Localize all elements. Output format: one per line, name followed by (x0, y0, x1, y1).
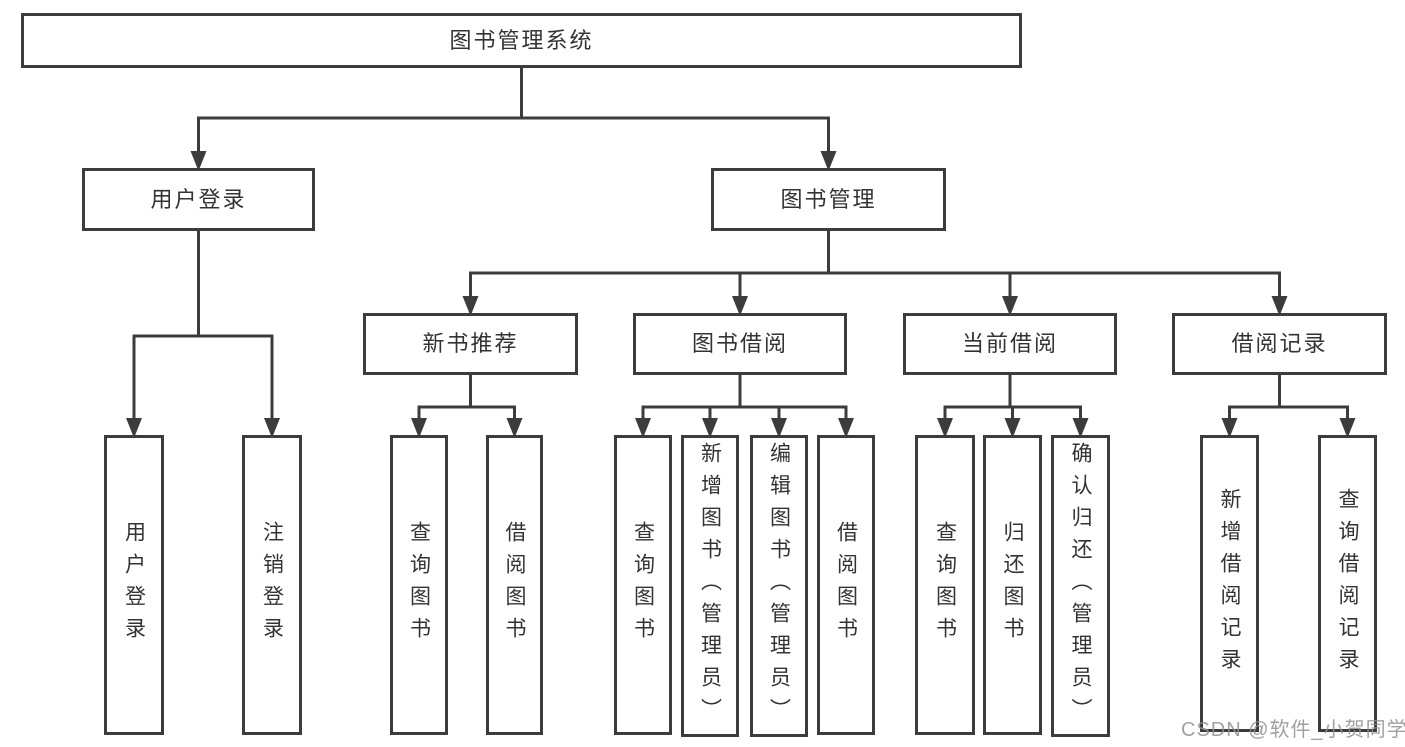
node-br-add: 新增借阅记录 (1200, 435, 1259, 732)
node-bb-borrow: 借阅图书 (817, 435, 875, 735)
node-cb-return: 归还图书 (983, 435, 1042, 735)
arrowhead (1339, 418, 1356, 438)
node-bb-edit: 编辑图书（管理员） (750, 435, 808, 737)
node-current-borrow: 当前借阅 (903, 313, 1117, 375)
arrowhead (937, 418, 953, 438)
node-book-mgmt: 图书管理 (711, 168, 946, 231)
arrowhead (190, 151, 207, 171)
arrowhead (1004, 418, 1021, 438)
watermark: CSDN @软件_小贺同学 (1181, 719, 1405, 741)
arrowhead (838, 418, 854, 438)
arrowhead (1002, 296, 1018, 316)
arrowhead (820, 151, 837, 171)
arrowhead (506, 418, 523, 438)
arrowhead (462, 296, 479, 316)
node-bb-query: 查询图书 (614, 435, 672, 735)
node-root: 图书管理系统 (21, 13, 1022, 68)
node-cb-confirm: 确认归还（管理员） (1051, 435, 1110, 737)
node-user-login: 用户登录 (82, 168, 315, 231)
node-new-book-rec: 新书推荐 (363, 313, 578, 375)
node-borrow-records: 借阅记录 (1172, 313, 1387, 375)
arrowhead (411, 418, 427, 438)
node-cb-query: 查询图书 (915, 435, 975, 735)
arrowhead (635, 418, 651, 438)
node-nbr-query: 查询图书 (390, 435, 448, 735)
node-br-query: 查询借阅记录 (1318, 435, 1377, 732)
node-book-borrow: 图书借阅 (633, 313, 847, 375)
arrowhead (771, 418, 787, 438)
arrowhead (732, 296, 748, 316)
arrowhead (264, 418, 280, 438)
arrowhead (1221, 418, 1238, 438)
arrowhead (1271, 296, 1288, 316)
node-logout-v: 注销登录 (242, 435, 302, 735)
node-bb-add: 新增图书（管理员） (681, 435, 739, 737)
arrowhead (126, 418, 142, 438)
arrowhead (1072, 418, 1089, 438)
node-user-login-v: 用户登录 (104, 435, 164, 735)
arrowhead (702, 418, 718, 438)
node-nbr-borrow: 借阅图书 (486, 435, 543, 735)
